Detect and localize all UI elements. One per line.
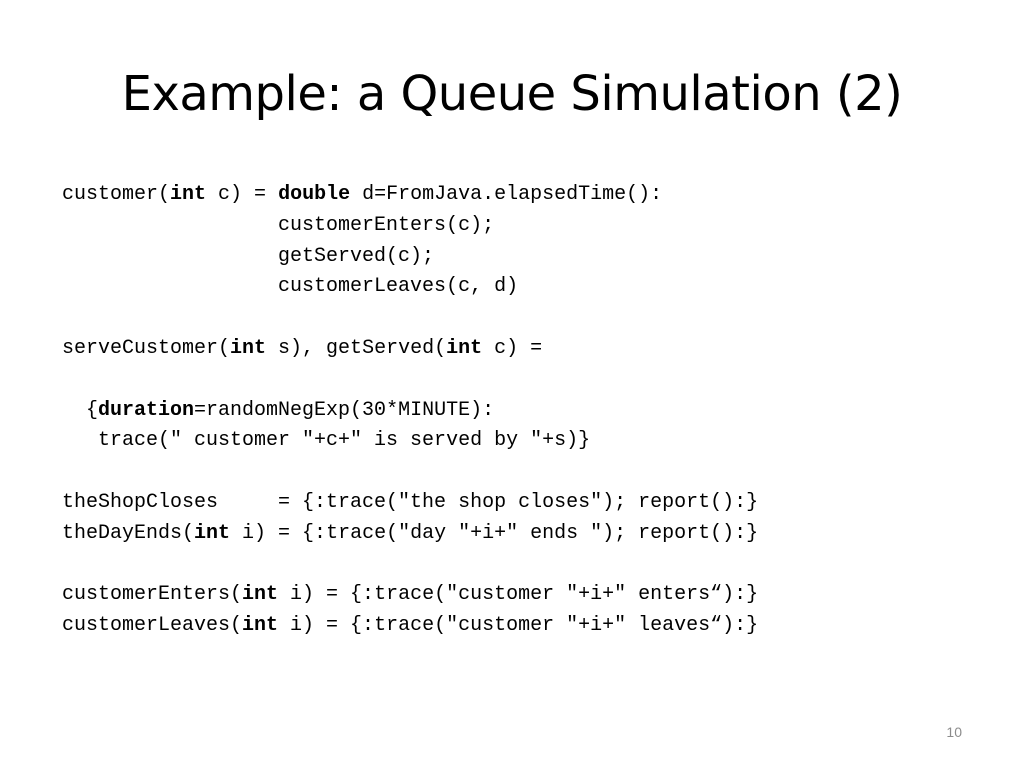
- code-text: getServed(c);: [62, 244, 435, 268]
- code-line: theShopCloses = {:trace("the shop closes…: [62, 488, 962, 519]
- code-line: customerEnters(c);: [62, 211, 962, 242]
- code-keyword: int: [242, 583, 279, 607]
- code-text: customerLeaves(c, d): [62, 275, 519, 299]
- code-text: =randomNegExp(30*MINUTE):: [194, 398, 495, 422]
- code-line: [62, 365, 962, 396]
- code-text: theShopCloses = {:trace("the shop closes…: [62, 490, 759, 514]
- code-text: customerLeaves(: [62, 614, 243, 638]
- code-text: d=FromJava.elapsedTime():: [350, 183, 663, 206]
- code-text: c) =: [482, 336, 543, 360]
- code-line: [62, 550, 962, 581]
- code-keyword: double: [278, 183, 351, 206]
- code-keyword: duration: [98, 398, 195, 422]
- code-text: customerEnters(: [62, 583, 243, 607]
- code-line: {duration=randomNegExp(30*MINUTE):: [62, 396, 962, 427]
- code-keyword: int: [230, 336, 267, 360]
- page-number: 10: [946, 724, 962, 740]
- code-line: theDayEnds(int i) = {:trace("day "+i+" e…: [62, 519, 962, 550]
- code-text: customerEnters(c);: [62, 213, 495, 237]
- code-text: i) = {:trace("day "+i+" ends "); report(…: [230, 521, 759, 545]
- code-line: [62, 303, 962, 334]
- code-line: customerLeaves(int i) = {:trace("custome…: [62, 611, 962, 642]
- code-keyword: int: [242, 614, 279, 638]
- code-line: customerEnters(int i) = {:trace("custome…: [62, 580, 962, 611]
- code-line: trace(" customer "+c+" is served by "+s)…: [62, 426, 962, 457]
- code-text: serveCustomer(: [62, 336, 231, 360]
- code-text: i) = {:trace("customer "+i+" enters“):}: [278, 583, 759, 607]
- code-line: getServed(c);: [62, 242, 962, 273]
- code-text: s), getServed(: [266, 336, 447, 360]
- slide-title: Example: a Queue Simulation (2): [121, 66, 903, 122]
- code-text: trace(" customer "+c+" is served by "+s)…: [62, 429, 591, 453]
- code-text: i) = {:trace("customer "+i+" leaves“):}: [278, 614, 759, 638]
- code-keyword: int: [446, 336, 483, 360]
- code-keyword: int: [194, 521, 231, 545]
- code-text: {: [62, 398, 99, 422]
- code-text: c) =: [206, 183, 279, 206]
- code-line: customerLeaves(c, d): [62, 272, 962, 303]
- code-block: customer(int c) = double d=FromJava.elap…: [62, 180, 962, 642]
- code-text: theDayEnds(: [62, 521, 195, 545]
- code-line: customer(int c) = double d=FromJava.elap…: [62, 180, 962, 211]
- code-line: [62, 457, 962, 488]
- code-keyword: int: [170, 183, 207, 206]
- code-line: serveCustomer(int s), getServed(int c) =: [62, 334, 962, 365]
- code-text: customer(: [62, 183, 171, 206]
